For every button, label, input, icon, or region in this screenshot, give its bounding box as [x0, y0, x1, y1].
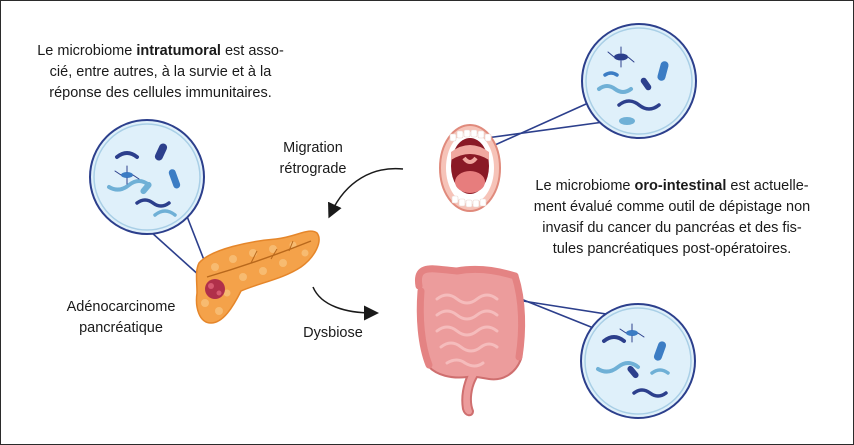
arrow-dysbiosis: [312, 286, 379, 321]
intratumoral-line3: réponse des cellules immunitaires.: [49, 85, 272, 101]
bacteria-magnifier-icon: [581, 23, 697, 139]
retrograde-migration-label: Migration rétrograde: [263, 138, 363, 180]
oro-intestinal-description: Le microbiome oro-intestinal est actuell…: [513, 176, 831, 260]
pancreatic-adenocarcinoma-label: Adénocarcinome pancréatique: [41, 297, 201, 339]
adeno-line1: Adénocarcinome: [66, 299, 176, 315]
intratumoral-line1-pre: Le microbiome: [37, 43, 137, 59]
migration-line1: Migration: [283, 140, 343, 156]
oro-line2: ment évalué comme outil de dépistage non: [533, 199, 811, 215]
intratumoral-line1-post: est asso-: [220, 43, 284, 59]
migration-line2: rétrograde: [279, 161, 347, 177]
oro-line4: tules pancréatiques post-opératoires.: [552, 241, 792, 257]
intratumoral-line2: cié, entre autres, à la survie et à la: [49, 64, 272, 80]
oro-line3: invasif du cancer du pancréas et des fis…: [542, 220, 802, 236]
tumor-icon: [205, 279, 225, 299]
arrow-retrograde-migration: [328, 167, 404, 219]
oro-line1-pre: Le microbiome: [535, 178, 635, 194]
adeno-line2: pancréatique: [79, 320, 163, 336]
oro-line1-post: est actuelle-: [726, 178, 809, 194]
pancreas-icon: [195, 230, 320, 324]
intestine-icon: [414, 265, 526, 417]
intratumoral-keyword: intratumoral: [136, 43, 221, 59]
intratumoral-description: Le microbiome intratumoral est asso- cié…: [23, 41, 298, 104]
oro-keyword: oro-intestinal: [634, 178, 727, 194]
dysbiosis-label: Dysbiose: [303, 325, 363, 341]
open-mouth-icon: [439, 124, 501, 212]
bacteria-magnifier-icon: [580, 303, 696, 419]
bacteria-magnifier-icon: [89, 119, 205, 235]
